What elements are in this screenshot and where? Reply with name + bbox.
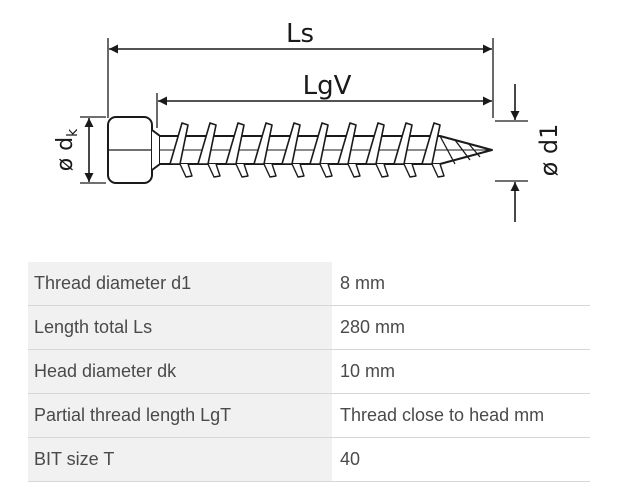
thread-crest — [225, 122, 245, 165]
spec-value: 280 mm — [332, 305, 590, 350]
screw-drawing — [107, 116, 493, 184]
spec-label: Length total Ls — [28, 305, 332, 350]
thread-root — [431, 163, 445, 178]
ls-label: Ls — [286, 19, 314, 49]
thread-root — [235, 163, 249, 178]
thread-crest — [309, 122, 329, 165]
thread-crest — [281, 122, 301, 165]
table-row: BIT size T 40 — [28, 437, 590, 482]
spec-value: Thread close to head mm — [332, 393, 590, 438]
tip-facet-3 — [467, 142, 481, 158]
thread-crest — [393, 122, 413, 165]
spec-label: Thread diameter d1 — [28, 262, 332, 306]
tip-facet-2 — [454, 139, 471, 161]
thread-crest — [337, 122, 357, 165]
thread-root — [291, 163, 305, 178]
table-row: Partial thread length LgT Thread close t… — [28, 393, 590, 438]
spec-value: 10 mm — [332, 349, 590, 394]
thread-root — [263, 163, 277, 178]
thread-crest — [365, 122, 385, 165]
d1-label: ø d1 — [535, 124, 563, 177]
spec-label: Head diameter dk — [28, 349, 332, 394]
dk-label: ø dk — [53, 128, 81, 171]
lgv-label: LgV — [303, 71, 352, 101]
spec-label: BIT size T — [28, 437, 332, 482]
spec-value: 8 mm — [332, 262, 590, 306]
spec-table: Thread diameter d1 8 mm Length total Ls … — [28, 262, 590, 482]
thread-root — [375, 163, 389, 178]
thread-root — [347, 163, 361, 178]
thread-root — [207, 163, 221, 178]
table-row: Length total Ls 280 mm — [28, 305, 590, 350]
spec-value: 40 — [332, 437, 590, 482]
table-row: Thread diameter d1 8 mm — [28, 262, 590, 306]
thread-root — [179, 163, 193, 178]
table-row: Head diameter dk 10 mm — [28, 349, 590, 394]
screw-threads — [169, 122, 445, 178]
tip-facet-1 — [439, 135, 456, 165]
spec-label: Partial thread length LgT — [28, 393, 332, 438]
thread-root — [403, 163, 417, 178]
thread-crest — [253, 122, 273, 165]
thread-crest — [169, 122, 189, 165]
thread-crest — [197, 122, 217, 165]
screw-neck — [151, 129, 161, 171]
screw-dimension-diagram: Ls LgV ø dk ø d1 — [53, 19, 563, 222]
thread-crest — [421, 122, 441, 165]
thread-root — [319, 163, 333, 178]
